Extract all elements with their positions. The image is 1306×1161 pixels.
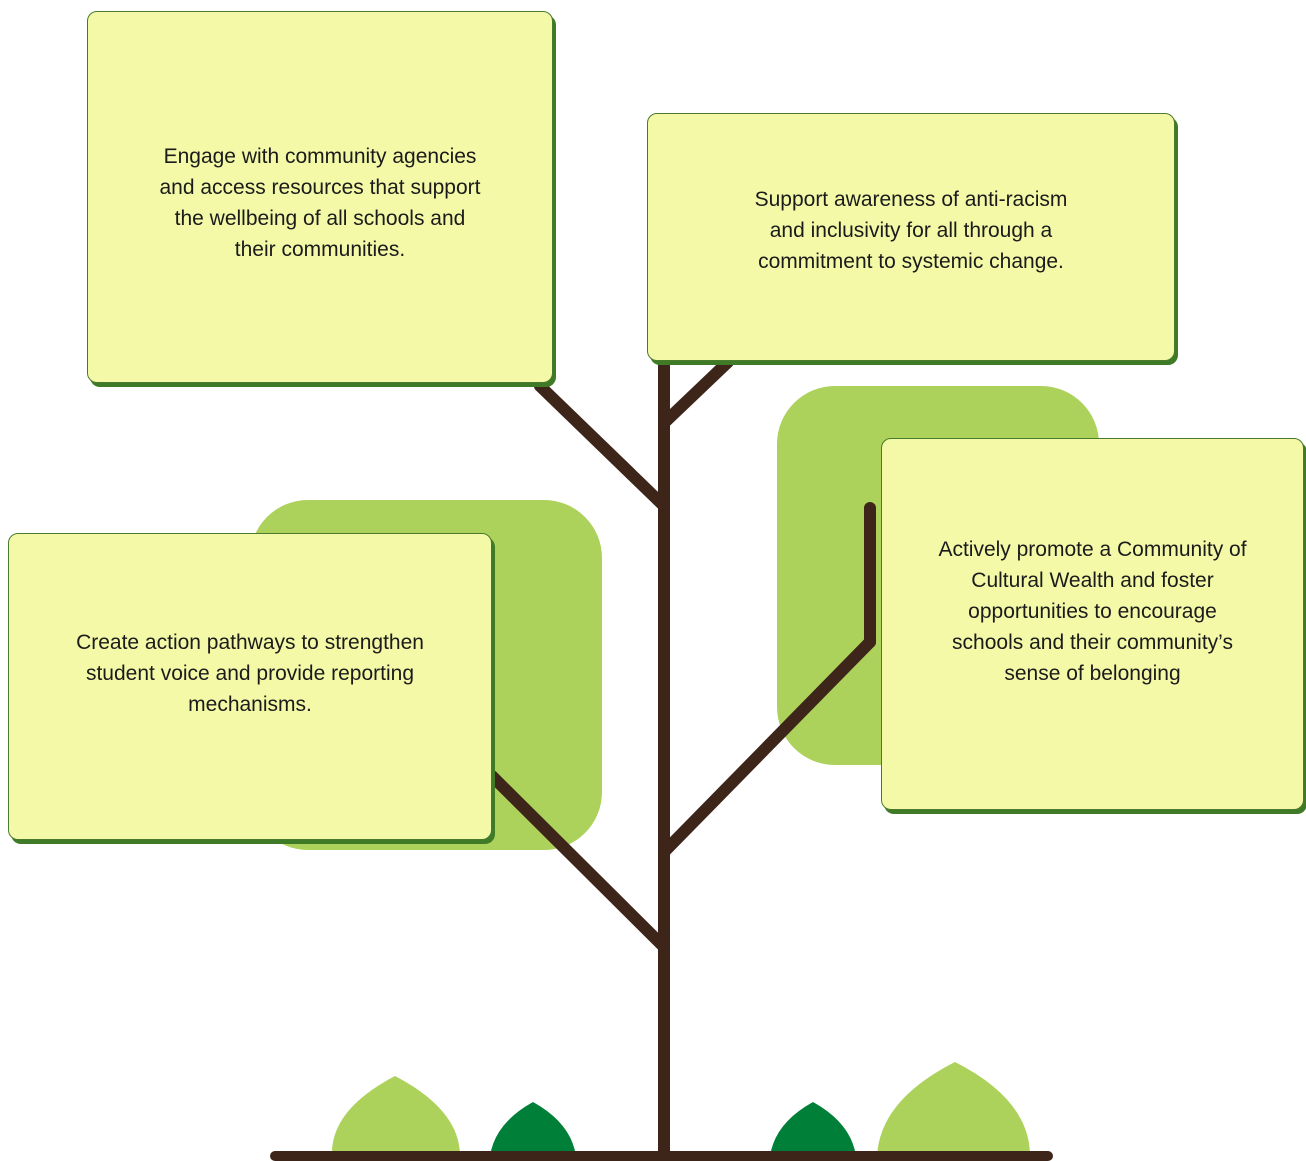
card-community-agencies: Engage with community agencies and acces… [87, 11, 553, 383]
card-cultural-wealth: Actively promote a Community of Cultural… [881, 438, 1304, 810]
ground-leaf-left-small [490, 1102, 576, 1156]
branch-lower-right [658, 636, 876, 858]
branch-upper-left [534, 380, 670, 512]
branch-upper-right [658, 356, 734, 429]
card-community-agencies-text: Engage with community agencies and acces… [159, 145, 481, 261]
ground-leaf-left-large [331, 1076, 460, 1156]
ground-leaf-right-large [877, 1062, 1030, 1156]
card-anti-racism-text: Support awareness of anti-racism and inc… [754, 188, 1068, 273]
card-cultural-wealth-text: Actively promote a Community of Cultural… [938, 538, 1247, 685]
card-student-voice: Create action pathways to strengthen stu… [8, 533, 492, 840]
ground-leaf-right-small [770, 1102, 856, 1156]
card-student-voice-text: Create action pathways to strengthen stu… [76, 631, 424, 716]
card-anti-racism: Support awareness of anti-racism and inc… [647, 113, 1175, 361]
branch-lower-left [486, 770, 670, 953]
